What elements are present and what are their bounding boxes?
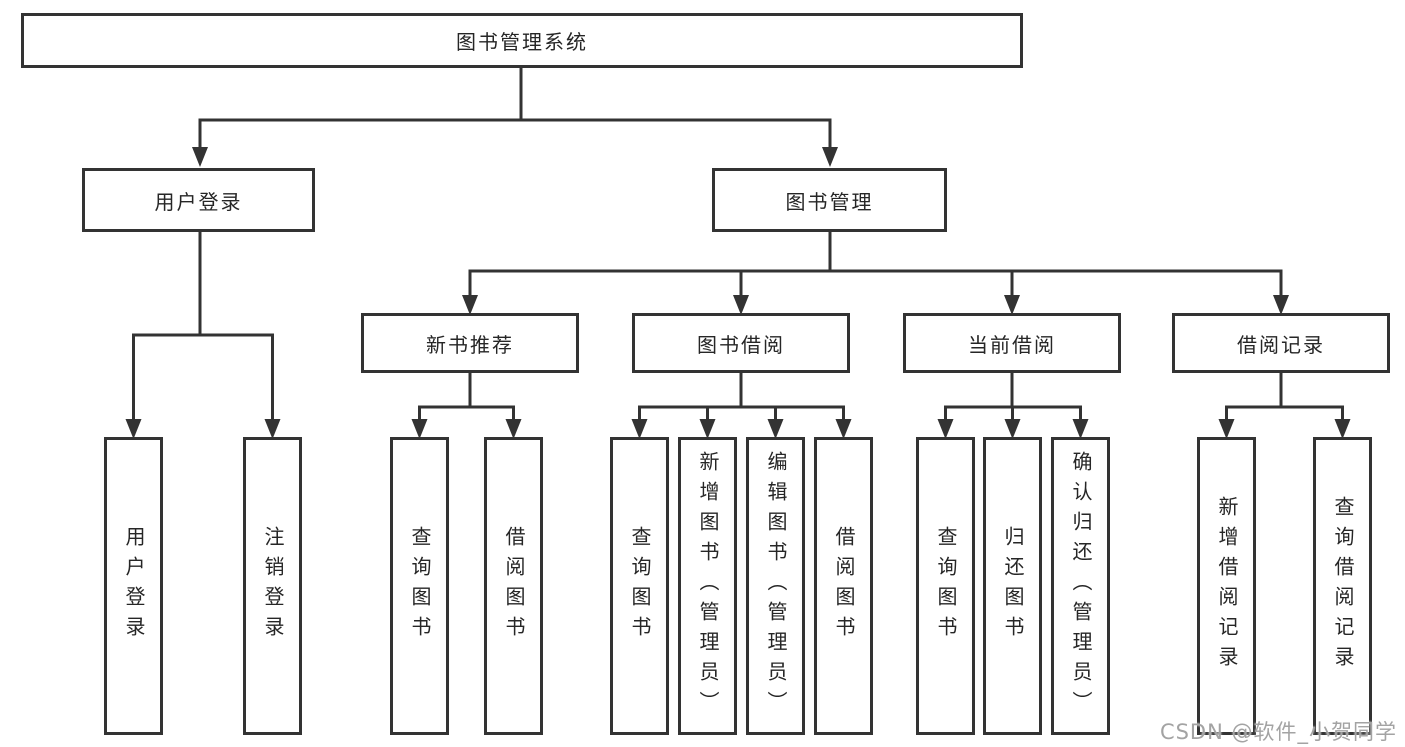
node-label: 查询借阅记录 [1331,496,1355,676]
node-label: 用户登录 [122,526,146,646]
node-borrowing-records: 借阅记录 [1172,313,1390,373]
arrowhead [462,295,478,315]
arrowhead [1004,419,1021,439]
arrowhead [937,419,954,439]
arrowhead [125,419,142,439]
node-return-books: 归还图书 [983,437,1042,735]
node-label: 确认归还（管理员） [1069,451,1093,721]
node-library-system: 图书管理系统 [21,13,1023,68]
node-query-books: 查询图书 [610,437,669,735]
node-borrow-books: 借阅图书 [484,437,543,735]
node-new-book-recommendation: 新书推荐 [361,313,579,373]
edge-bookmgmt-to-level3 [468,230,1283,301]
edge-borrowing-to-children [638,371,845,425]
csdn-watermark: CSDN @软件_小贺同学 [1159,720,1397,744]
arrowhead [1072,419,1089,439]
node-current-borrowing: 当前借阅 [903,313,1121,373]
node-user-login-leaf: 用户登录 [104,437,163,735]
arrowhead [699,419,716,439]
arrowhead [264,419,281,439]
node-add-borrow-record: 新增借阅记录 [1197,437,1256,735]
node-edit-book-admin: 编辑图书（管理员） [746,437,805,735]
node-label: 编辑图书（管理员） [764,451,788,721]
arrowhead [767,419,784,439]
node-logout: 注销登录 [243,437,302,735]
arrowhead [411,419,428,439]
edge-newbook-to-children [418,371,515,425]
arrowhead [505,419,522,439]
edge-userlogin-to-children [132,230,274,425]
node-label: 借阅图书 [502,526,526,646]
edge-current-to-children [944,371,1082,425]
node-label: 查询图书 [408,526,432,646]
node-book-management: 图书管理 [712,168,947,232]
node-query-books: 查询图书 [916,437,975,735]
arrowhead [835,419,852,439]
node-label: 新增借阅记录 [1215,496,1239,676]
node-confirm-return-admin: 确认归还（管理员） [1051,437,1110,735]
node-borrow-books: 借阅图书 [814,437,873,735]
arrowhead [1218,419,1235,439]
arrowhead [1004,295,1020,315]
node-label: 借阅图书 [832,526,856,646]
node-label: 新增图书（管理员） [696,451,720,721]
arrowhead [733,295,749,315]
edge-records-to-children [1225,371,1344,425]
arrowhead [1334,419,1351,439]
node-label: 注销登录 [261,526,285,646]
node-book-borrowing: 图书借阅 [632,313,850,373]
node-query-borrow-record: 查询借阅记录 [1313,437,1372,735]
node-add-book-admin: 新增图书（管理员） [678,437,737,735]
arrowhead [631,419,648,439]
node-label: 查询图书 [628,526,652,646]
node-user-login: 用户登录 [82,168,315,232]
arrowhead [192,147,208,167]
node-label: 查询图书 [934,526,958,646]
edge-root-to-level2 [198,66,832,152]
node-query-books: 查询图书 [390,437,449,735]
node-label: 归还图书 [1001,526,1025,646]
arrowhead [1273,295,1289,315]
arrowhead [822,147,838,167]
